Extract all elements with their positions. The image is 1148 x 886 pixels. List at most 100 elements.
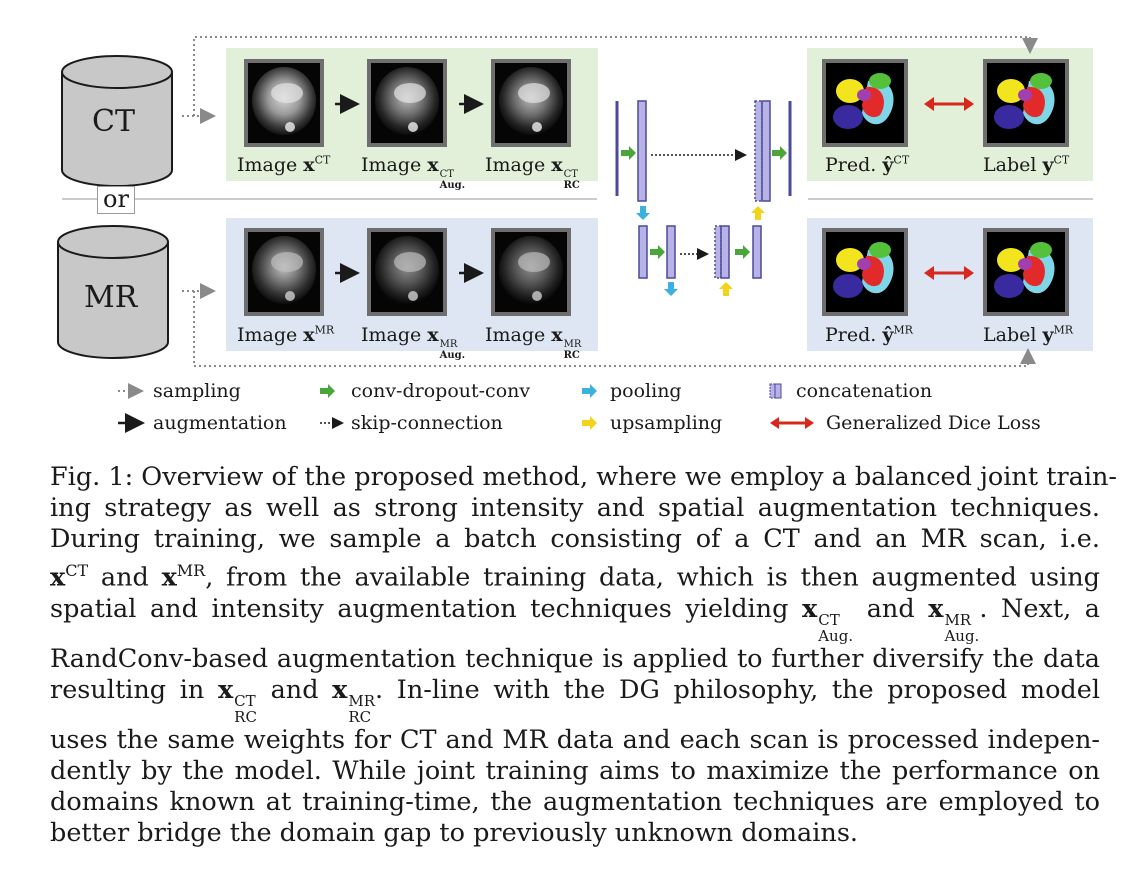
ct-prediction-map-left-atrium	[869, 73, 891, 89]
mr-aug-image-thumbnail-aorta	[408, 291, 418, 301]
legend-conv-dropout-conv: conv-dropout-conv	[351, 380, 531, 402]
mr-label-map-left-atrium	[1030, 242, 1052, 258]
ct-image-thumbnail-chamber	[271, 83, 303, 103]
caption-line-4: xCT and xMR, from the available training…	[50, 555, 1100, 594]
ct-image-caption: Image xCT	[237, 154, 330, 176]
caption-prefix: Image	[361, 324, 428, 346]
math-x: x	[161, 562, 177, 593]
mr-label-map-right-atrium	[997, 248, 1025, 272]
math-x: x	[217, 674, 234, 705]
legend-concatenation: concatenation	[796, 380, 933, 402]
mr-dice-loss-arrow	[924, 266, 974, 280]
mr-prediction-map-right-atrium	[836, 248, 864, 272]
math-x: x	[50, 562, 66, 593]
subscript: RC	[563, 350, 580, 361]
mr-rc-image-thumbnail-aorta	[532, 291, 542, 301]
legend-upsampling: upsampling	[610, 412, 723, 434]
legend-generalized-dice-loss: Generalized Dice Loss	[826, 412, 1041, 434]
mr-aug-image-thumbnail-chamber	[394, 252, 426, 272]
upsampling-legend-icon	[582, 416, 597, 430]
math-sub: RC	[348, 707, 372, 726]
caption-line-3: During training, we sample a batch consi…	[50, 524, 1100, 554]
math-sub: Aug.	[818, 626, 854, 645]
math-x: x	[332, 674, 348, 705]
mr-prediction-map	[822, 228, 908, 316]
math-sup: CT	[818, 610, 840, 629]
caption-prefix: Label	[983, 324, 1043, 346]
concatenation-legend-icon-a	[769, 383, 776, 399]
symbol: x	[303, 324, 315, 346]
subscript: Aug.	[439, 180, 466, 191]
caption-line-5: spatial and intensity augmentation techn…	[50, 594, 1100, 644]
caption-prefix: Image	[237, 154, 304, 176]
ct-prediction-caption: Pred. ŷCT	[825, 154, 909, 176]
ct-label-map-right-atrium	[997, 79, 1025, 103]
mr-dice-loss-arrow-left-head	[924, 266, 934, 280]
unet-concat-upsampled-1	[754, 100, 763, 202]
or-label: or	[103, 185, 129, 213]
upsampling-arrow-1	[751, 206, 765, 220]
unet-encoder-layer-1	[637, 100, 647, 202]
ct-prediction-map-aorta	[857, 89, 871, 101]
caption-line-10: domains known at training-time, the augm…	[50, 786, 1100, 817]
superscript: CT	[893, 153, 910, 167]
symbol: ŷ	[882, 154, 894, 176]
ct-label-map-left-atrium	[1030, 73, 1052, 89]
ct-rc-image-thumbnail	[491, 59, 571, 147]
ct-database-cylinder	[61, 55, 173, 187]
symbol: y	[1042, 324, 1054, 346]
superscript: MR	[1053, 323, 1074, 337]
math-sup: MR	[348, 691, 376, 710]
mr-image-caption: Image xMR	[237, 324, 334, 346]
ct-dice-loss-arrow-left-head	[924, 97, 934, 111]
or-separator: or	[97, 186, 135, 214]
caption-text: , from the available training data, whic…	[205, 562, 1100, 593]
math-x: x	[802, 593, 818, 624]
caption-prefix: Pred.	[825, 324, 883, 346]
concatenation-legend-icon-b	[774, 383, 782, 399]
mr-label-map-aorta	[1018, 258, 1032, 270]
superscript: MR	[314, 323, 335, 337]
mr-aug-image-thumbnail	[367, 228, 447, 316]
ct-label-sampling-path	[193, 36, 1038, 116]
ct-image-thumbnail	[244, 59, 324, 147]
upsampling-arrow-2	[719, 282, 733, 296]
symbol: ŷ	[882, 324, 894, 346]
math-sup: MR	[944, 610, 972, 629]
mr-label-sampling-path	[193, 291, 1036, 367]
symbol: y	[1042, 154, 1054, 176]
pooling-arrow-2	[664, 282, 678, 296]
ct-dice-loss-arrow	[924, 97, 974, 111]
caption-prefix: Label	[983, 154, 1043, 176]
symbol: x	[427, 154, 439, 176]
mr-rc-image-thumbnail	[491, 228, 571, 316]
ct-database-cylinder-body	[61, 71, 173, 187]
superscript: CT	[1053, 153, 1070, 167]
mr-database-cylinder	[57, 225, 169, 359]
symbol: x	[551, 154, 563, 176]
caption-prefix: Pred.	[825, 154, 883, 176]
subscript: Aug.	[439, 350, 466, 361]
caption-text: and	[88, 562, 162, 593]
figure-graphics	[57, 36, 1093, 433]
caption-text: spatial and intensity augmentation techn…	[50, 593, 803, 624]
mr-prediction-map-left-atrium	[869, 242, 891, 258]
caption-line-11: better bridge the domain gap to previous…	[50, 817, 859, 848]
conv-arrow-2	[772, 146, 787, 160]
mr-label-map	[983, 228, 1069, 316]
ct-prediction-map-right-atrium	[836, 79, 864, 103]
math-sup: CT	[234, 691, 256, 710]
caption-line-9: dently by the model. While joint trainin…	[50, 755, 1100, 786]
caption-text: . In-line with the DG philosophy, the pr…	[375, 674, 1100, 705]
